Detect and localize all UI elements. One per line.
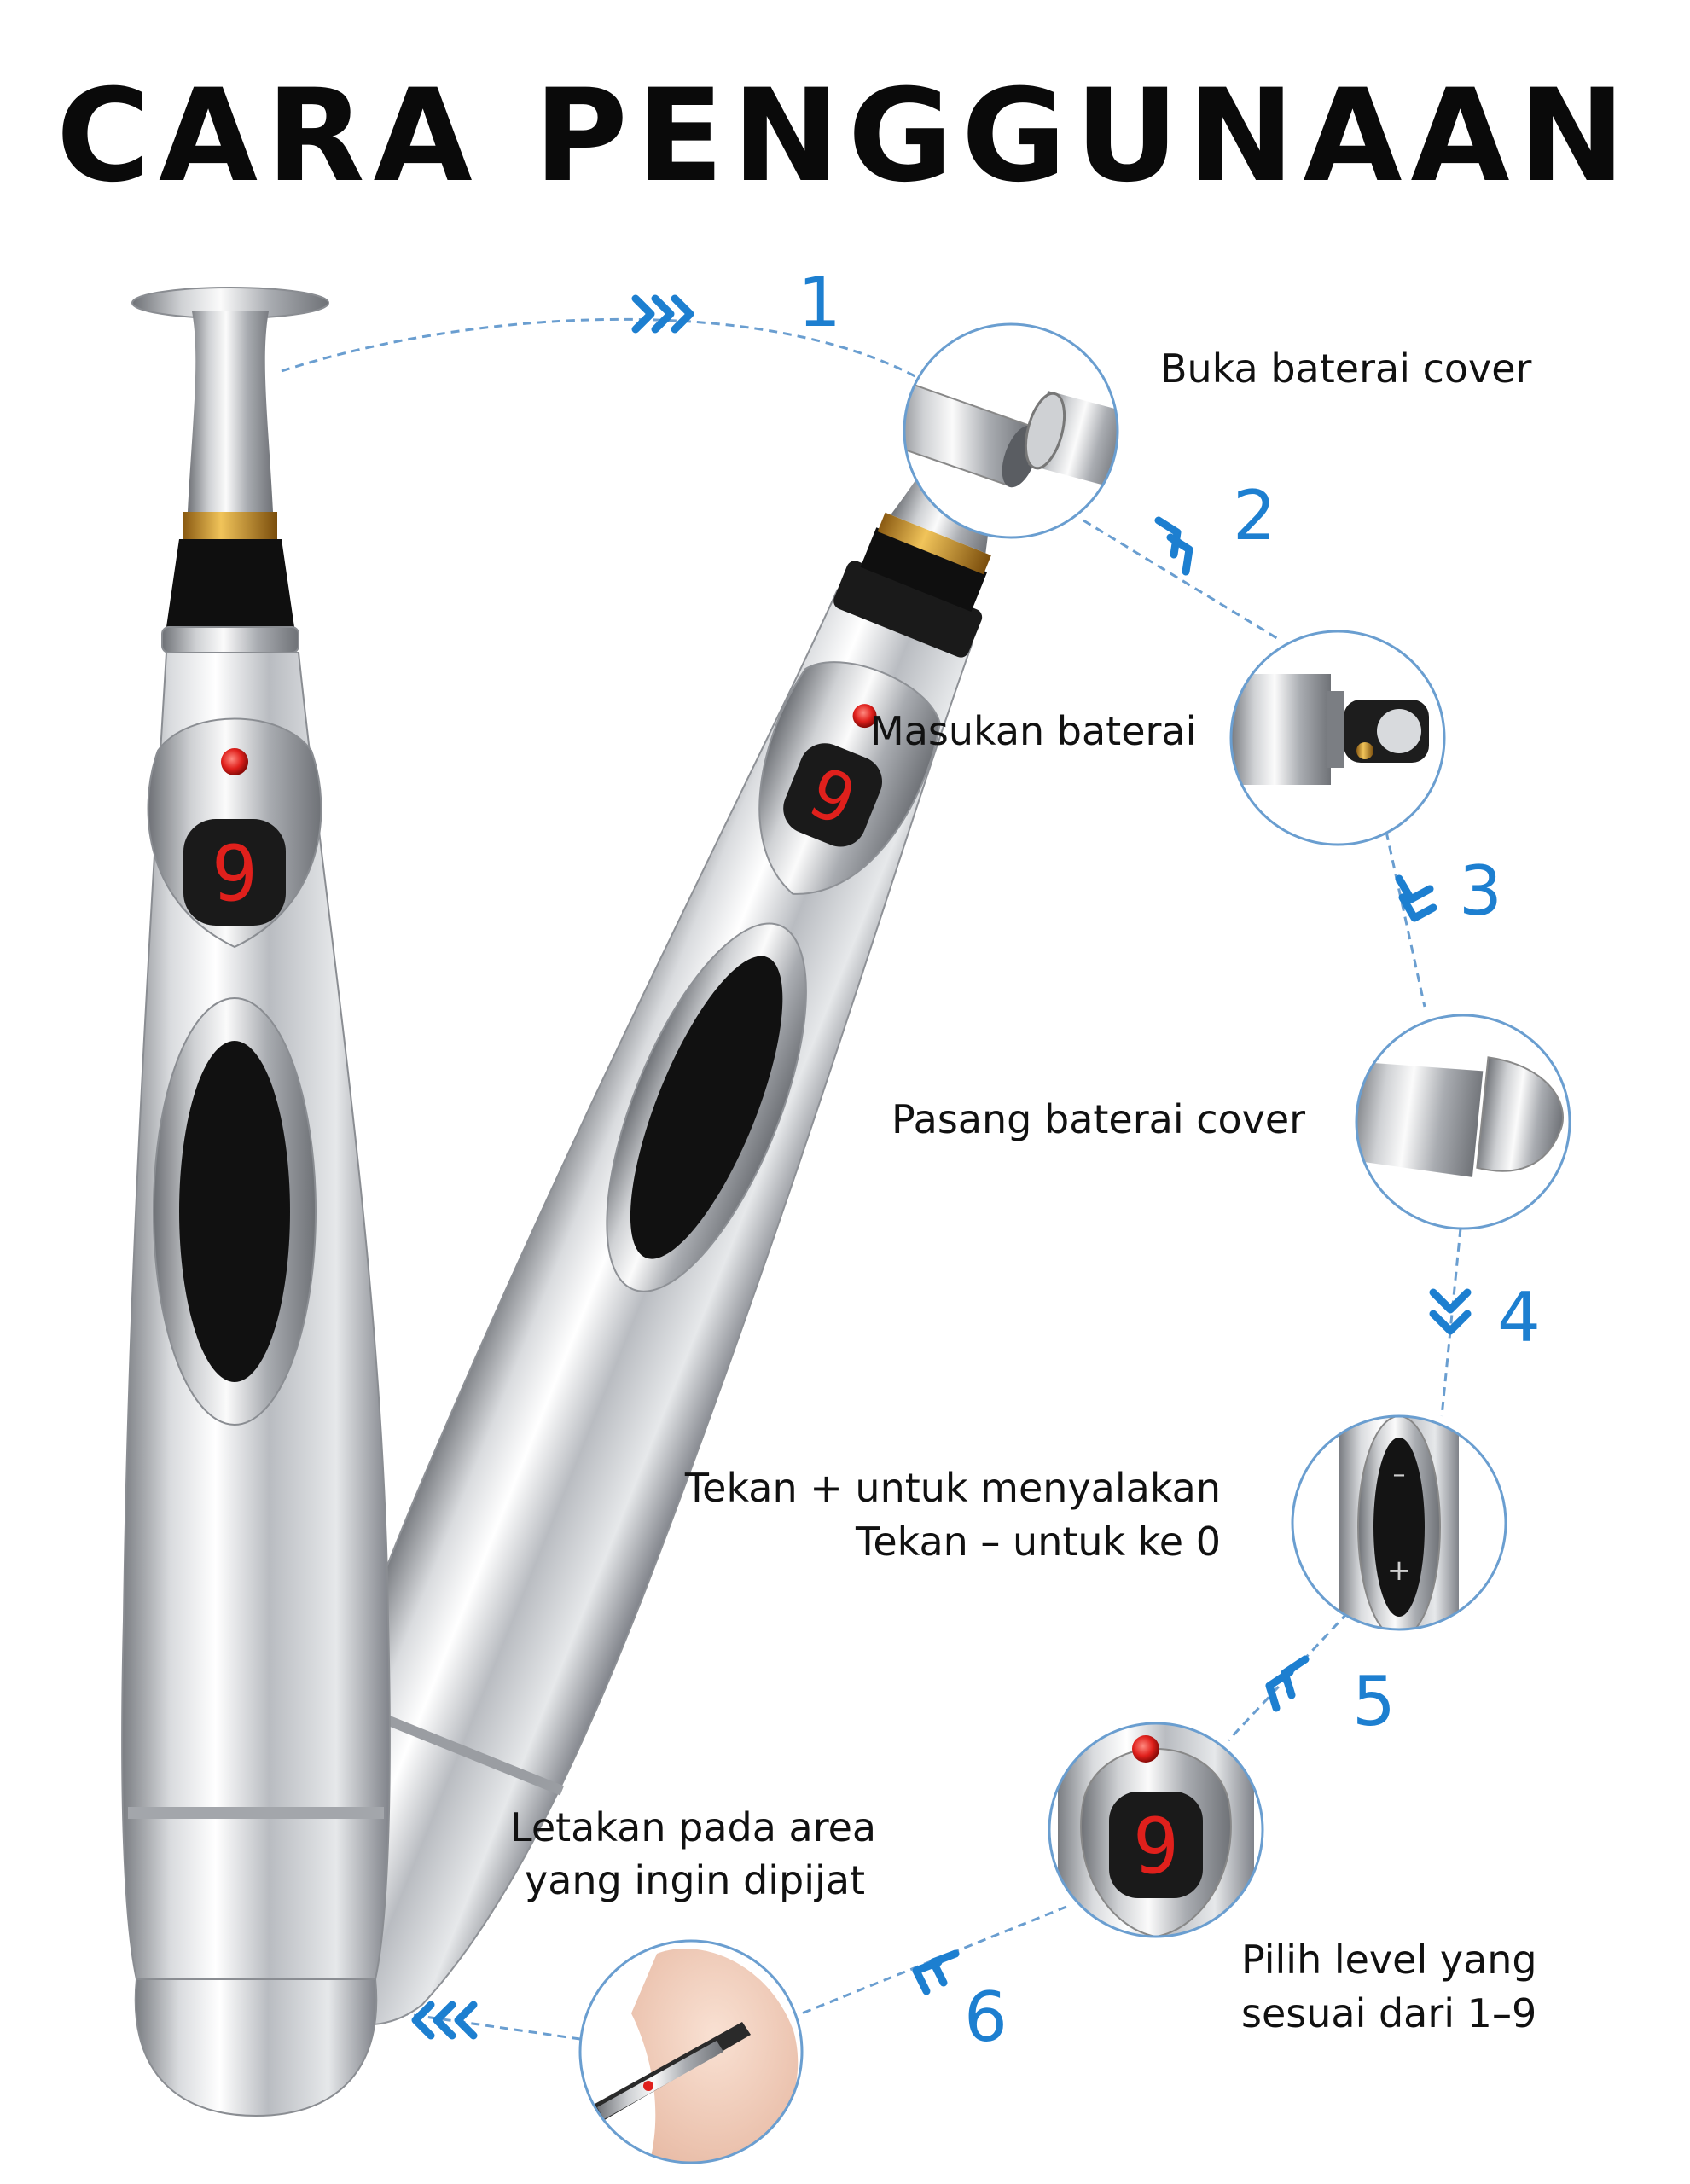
- step-6-image: [580, 1941, 802, 2163]
- pen-left-display-digit: 9: [212, 829, 258, 919]
- plus-button-symbol: +: [1387, 1554, 1412, 1588]
- step-number-1: 1: [798, 263, 841, 342]
- step-number-5: 5: [1352, 1662, 1396, 1741]
- step-4-image: – +: [1292, 1416, 1506, 1629]
- step-6-label-line1: Letakan pada area: [510, 1804, 877, 1850]
- chevron-arrow-6: [912, 1949, 960, 1995]
- step-number-2: 2: [1233, 476, 1276, 555]
- chevron-arrow-1: [631, 294, 694, 334]
- page-title: CARA PENGGUNAAN: [55, 62, 1635, 211]
- step-4-label-line2: Tekan – untuk ke 0: [856, 1519, 1221, 1565]
- chevron-arrow-3: [1395, 874, 1437, 922]
- minus-button-symbol: –: [1393, 1460, 1406, 1490]
- step-1-image: [904, 324, 1118, 537]
- step-5-label-line1: Pilih level yang: [1241, 1937, 1537, 1983]
- step-number-3: 3: [1459, 851, 1502, 931]
- step-5-image: 9: [1049, 1723, 1263, 1937]
- step-number-4: 4: [1497, 1278, 1541, 1357]
- step-5-label-line2: sesuai dari 1–9: [1241, 1990, 1537, 2036]
- step-2-image: [1231, 631, 1444, 845]
- chevron-arrow-7: [411, 2001, 478, 2040]
- step-2-label: Masukan baterai: [870, 708, 1197, 754]
- chevron-arrow-4: [1429, 1288, 1472, 1335]
- step-4-label-line1: Tekan + untuk menyalakan: [684, 1465, 1221, 1511]
- step-5-display-digit: 9: [1133, 1802, 1179, 1891]
- step-3-label: Pasang baterai cover: [891, 1096, 1306, 1142]
- step-1-label: Buka baterai cover: [1160, 346, 1532, 392]
- step-3-image: [1356, 1015, 1570, 1228]
- step-number-6: 6: [964, 1978, 1008, 2057]
- chevron-arrow-2: [1154, 516, 1193, 576]
- pen-left: 9: [121, 287, 391, 2117]
- step-6-label-line2: yang ingin dipijat: [525, 1857, 866, 1903]
- chevron-arrow-5: [1265, 1655, 1310, 1712]
